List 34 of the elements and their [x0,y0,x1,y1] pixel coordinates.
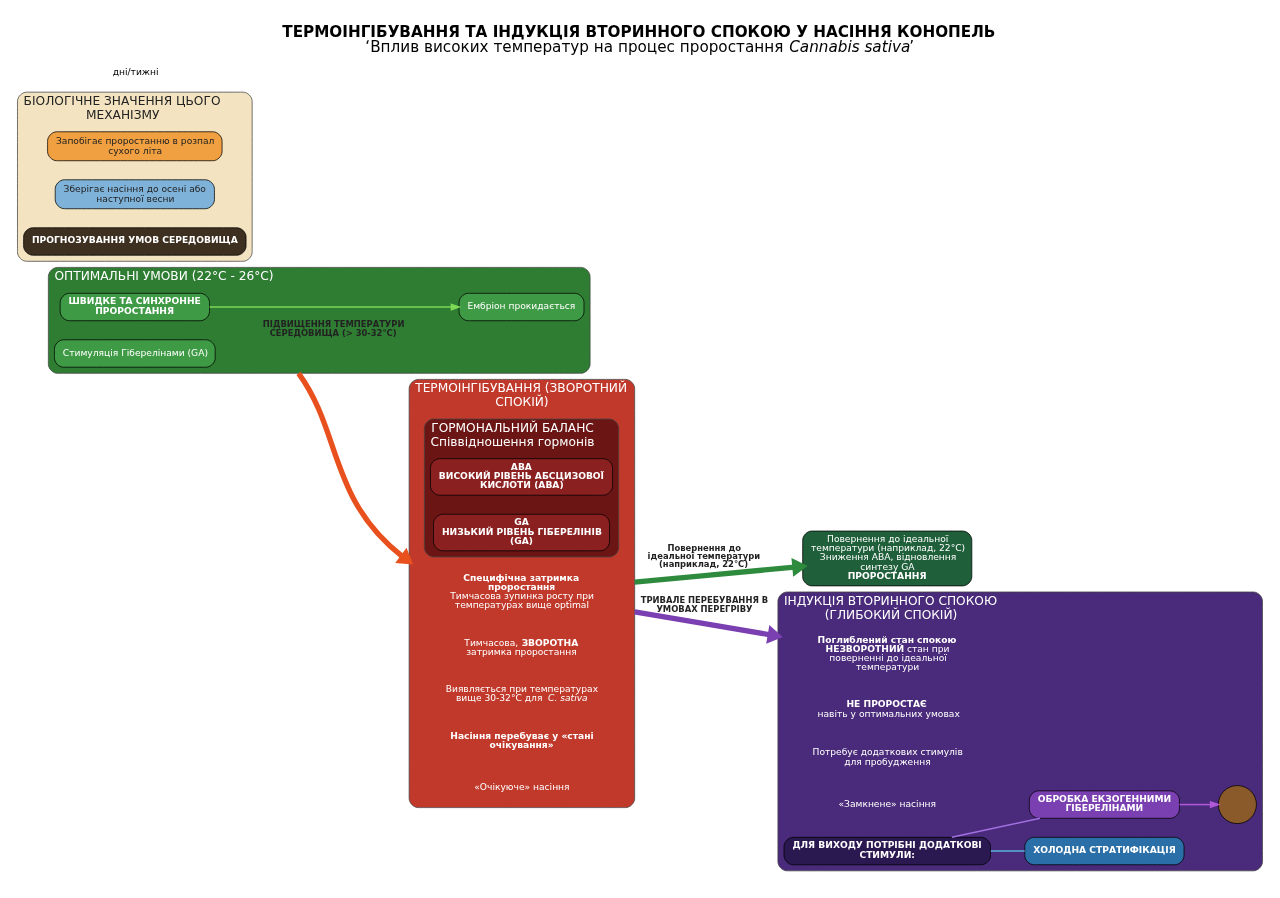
node-text: «Очікуюче» насіння [474,781,570,792]
node-text: Специфічна затримка проростання Тимчасова зупинка росту при температурах вище optimal [450,572,594,610]
arrow [634,608,783,644]
node-box: Стимуляція Гіберелінами (GA) [54,338,216,368]
node-box: ОБРОБКА ЕКЗОГЕННИМИ ГІБЕРЕЛІНАМИ [1028,789,1180,819]
connector [951,817,1041,838]
node-box: GA НИЗЬКИЙ РІВЕНЬ ГІБЕРЕЛІНІВ (GA) [433,513,610,551]
edge-label: Повернення до ідеальної температури (наприклад, 22°C) [647,542,761,569]
node-circle [1217,784,1257,824]
edge-label: ТРИВАЛЕ ПЕРЕБУВАННЯ В УМОВАХ ПЕРЕГРІВУ [640,594,769,614]
node-box: ABA ВИСОКИЙ РІВЕНЬ АБСЦИЗОВОЇ КИСЛОТИ (ABA) [430,457,613,496]
node-text: Насіння перебуває у «стані очікування» [450,730,594,750]
label: дні/тижні [112,66,159,77]
node-box: Зберігає насіння до осені або наступної весни [54,178,215,209]
connector [990,849,1026,852]
node-text: «Замкнене» насіння [838,798,937,809]
node-box: Повернення до ідеальної температури (наприклад, 22°C) Зниження ABA, відновлення синтезу GA ПРОРОСТАННЯ [802,530,973,586]
arrow [208,302,462,311]
arrow [1178,800,1221,808]
edge-label: ПІДВИЩЕННЯ ТЕМПЕРАТУРИ СЕРЕДОВИЩА (> 30-32°C) [262,318,405,338]
node-box: ДЛЯ ВИХОДУ ПОТРІБНІ ДОДАТКОВІ СТИМУЛИ: [783,836,991,865]
node-text: Тимчасова, ЗВОРОТНА затримка проростання [464,637,579,657]
node-box: Запобігає проростанню в розпал сухого літа [47,130,223,161]
node-text: Виявляється при температурах вище 30-32°C для C. sativa [445,683,599,703]
node-text: Потребує додаткових стимулів для пробудження [812,746,963,767]
diagram-title: ТЕРМОІНГІБУВАННЯ ТА ІНДУКЦІЯ ВТОРИННОГО СПОКОЮ У НАСІННЯ КОНОПЕЛЬ [282,22,996,41]
arrow [296,371,414,565]
node-box: ХОЛОДНА СТРАТИФІКАЦІЯ [1024,836,1185,865]
node-box: Ембріон прокидається [458,292,585,321]
node-text: Поглиблений стан спокою НЕЗВОРОТНИЙ стан при поверненні до ідеальної температури [817,634,957,672]
arrow [634,557,808,585]
node-box: ПРОГНОЗУВАННЯ УМОВ СЕРЕДОВИЩА [23,226,247,256]
node-text: НЕ ПРОРОСТАЄ навіть у оптимальних умовах [817,699,960,719]
node-box: ШВИДКЕ ТА СИНХРОННЕ ПРОРОСТАННЯ [59,292,210,321]
